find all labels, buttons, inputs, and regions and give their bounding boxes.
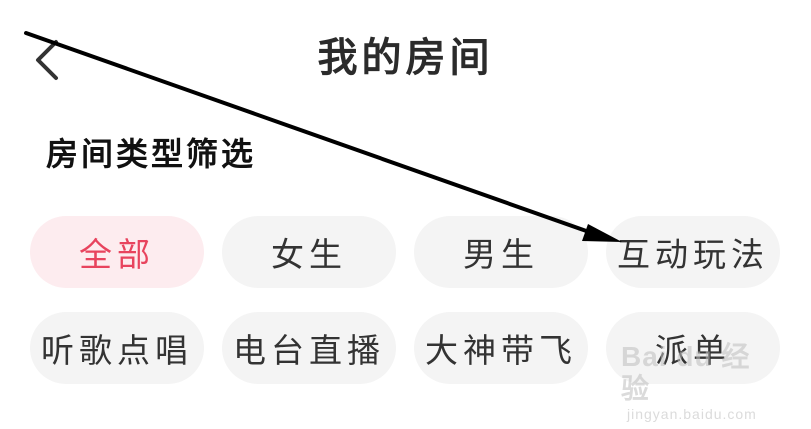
filter-chip-pro-carry[interactable]: 大神带飞 xyxy=(414,312,588,384)
filter-chip-dispatch[interactable]: 派单 xyxy=(606,312,780,384)
filter-chip-song-request[interactable]: 听歌点唱 xyxy=(30,312,204,384)
filter-section-title: 房间类型筛选 xyxy=(46,135,257,173)
header-bar: 我的房间 xyxy=(0,0,811,100)
filter-chip-all[interactable]: 全部 xyxy=(30,216,204,288)
filter-chip-radio-live[interactable]: 电台直播 xyxy=(222,312,396,384)
filter-chip-interactive[interactable]: 互动玩法 xyxy=(606,216,780,288)
filter-chip-female[interactable]: 女生 xyxy=(222,216,396,288)
filter-chip-male[interactable]: 男生 xyxy=(414,216,588,288)
page-title: 我的房间 xyxy=(317,34,494,81)
